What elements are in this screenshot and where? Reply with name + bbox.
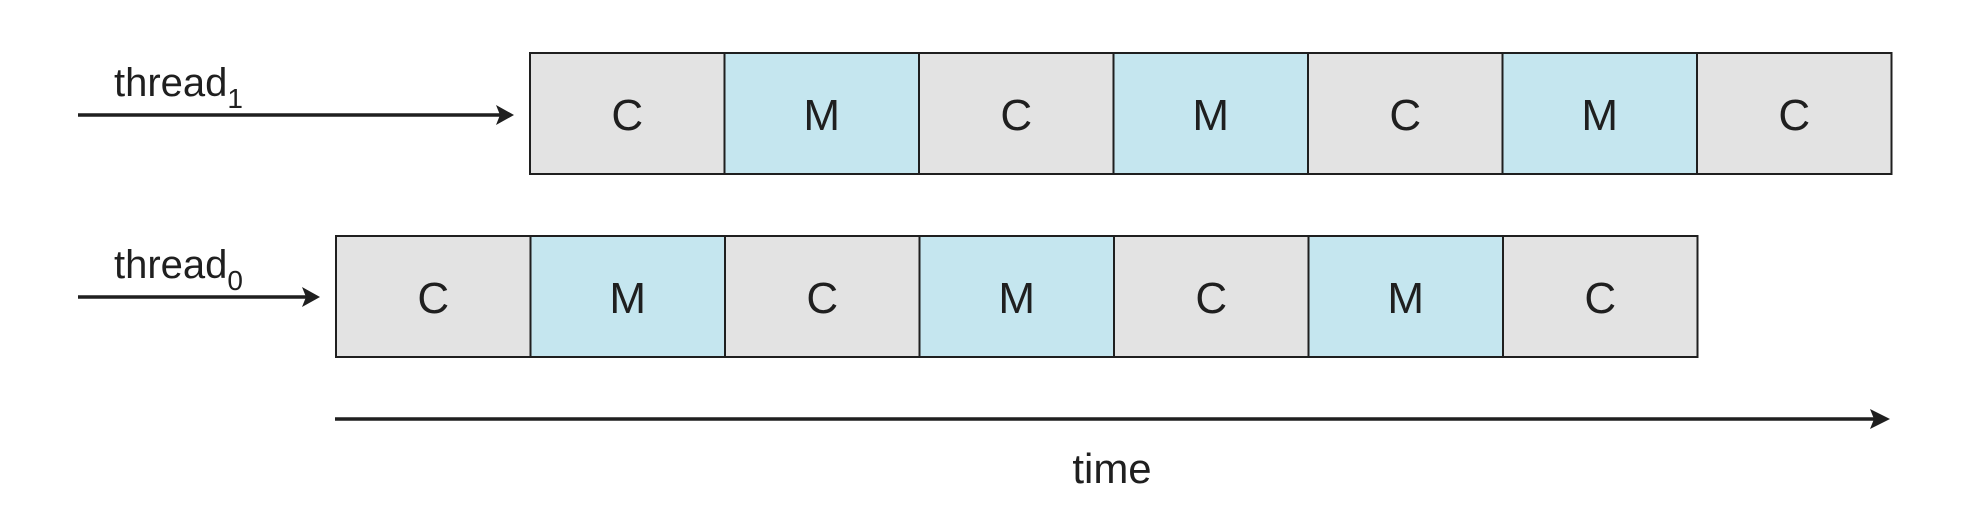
thread-1-label-subscript: 1	[227, 83, 243, 114]
thread-0-cell-label-4: M	[998, 274, 1035, 323]
thread-1-cell-label-7: C	[1778, 91, 1810, 140]
thread-0-label: thread0	[114, 243, 243, 296]
thread-0-cell-label-7: C	[1584, 274, 1616, 323]
thread-1-label: thread1	[114, 61, 243, 114]
thread-0-cell-memory-2	[529, 235, 726, 358]
time-axis-arrowhead	[1870, 409, 1890, 429]
thread-1-label-name: thread	[114, 61, 227, 105]
time-axis-label: time	[1072, 445, 1151, 492]
thread-1-cell-memory-6	[1501, 52, 1698, 175]
thread-1-cell-compute-3	[918, 52, 1115, 175]
thread-0-cell-memory-6	[1307, 235, 1504, 358]
thread-1-cell-label-2: M	[803, 91, 840, 140]
thread-0-cell-label-6: M	[1387, 274, 1424, 323]
thread-0-cell-label-2: M	[609, 274, 646, 323]
thread-0-cell-memory-4	[918, 235, 1115, 358]
thread-1-cell-memory-2	[723, 52, 920, 175]
thread-0-cell-label-5: C	[1195, 274, 1227, 323]
thread-0-cell-label-1: C	[417, 274, 449, 323]
thread-1-cell-label-6: M	[1581, 91, 1618, 140]
thread-1-arrowhead	[496, 105, 514, 125]
thread-0-cell-compute-3	[724, 235, 921, 358]
thread-0-cell-compute-5	[1113, 235, 1310, 358]
thread-0-arrowhead	[302, 287, 320, 307]
thread-1-cell-compute-7	[1696, 52, 1893, 175]
thread-0-cell-compute-7	[1502, 235, 1699, 358]
thread-0-label-subscript: 0	[227, 265, 243, 296]
thread-1-cell-compute-1	[529, 52, 726, 175]
thread-1-cell-label-4: M	[1192, 91, 1229, 140]
thread-1-cell-label-1: C	[611, 91, 643, 140]
thread-0-label-name: thread	[114, 243, 227, 287]
thread-1-cell-memory-4	[1112, 52, 1309, 175]
thread-0-cell-label-3: C	[806, 274, 838, 323]
thread-0-row: thread0 C M C M C M C	[78, 235, 1699, 358]
thread-1-cell-label-3: C	[1000, 91, 1032, 140]
thread-1-row: thread1 C M C M C M C	[78, 52, 1893, 175]
thread-1-cell-label-5: C	[1389, 91, 1421, 140]
time-axis: time	[335, 409, 1890, 492]
